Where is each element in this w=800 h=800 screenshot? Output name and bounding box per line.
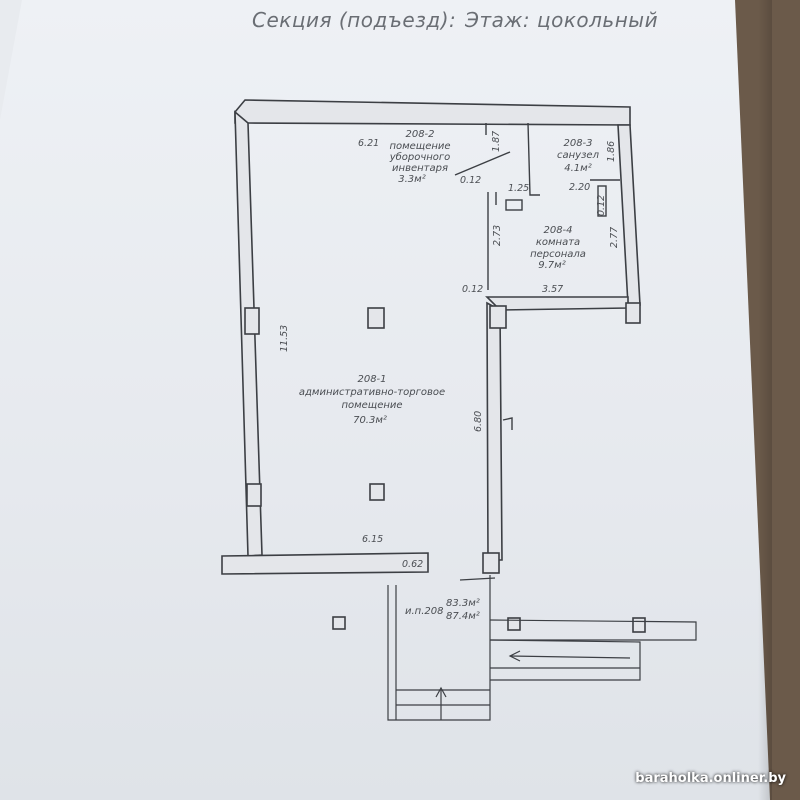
- room-208-4-name2: персонала: [530, 249, 586, 260]
- room-208-3-area: 4.1м²: [564, 163, 591, 174]
- room-208-4-area: 9.7м²: [538, 260, 565, 271]
- dim-0-12-b: 0.12: [596, 195, 607, 216]
- room-208-2-name1: помещение: [389, 141, 450, 152]
- door-frame-208-4: [505, 199, 523, 211]
- room-208-2-number: 208-2: [405, 129, 434, 140]
- leader-line: [459, 577, 496, 581]
- dim-1-86: 1.86: [606, 141, 617, 162]
- inner-walls: [454, 122, 620, 430]
- dim-1-25: 1.25: [508, 183, 529, 194]
- dim-2-73: 2.73: [492, 225, 503, 246]
- site-watermark: baraholka.onliner.by: [635, 771, 786, 786]
- dim-3-57: 3.57: [542, 284, 563, 295]
- stair-arrow-head: [435, 686, 447, 698]
- column-lower: [369, 483, 385, 501]
- column-left-upper: [244, 307, 260, 335]
- dim-0-62: 0.62: [402, 559, 423, 570]
- room-208-4-name1: комната: [536, 237, 580, 248]
- unit-label: и.п.208: [405, 606, 443, 617]
- column-outside-mid: [507, 617, 521, 631]
- unit-area-2: 87.4м²: [446, 611, 480, 622]
- ramp-lower: [489, 639, 641, 681]
- door-208-2: [454, 151, 511, 176]
- partition-208-3-left: [527, 122, 540, 196]
- stair-outline: [387, 575, 491, 721]
- column-left-lower: [246, 483, 262, 507]
- dim-0-12-c: 0.12: [462, 284, 483, 295]
- unit-area-1: 83.3м²: [446, 598, 480, 609]
- room-208-1-name1: административно-торговое: [299, 387, 445, 398]
- column-right: [625, 302, 641, 324]
- ramp-arrow-line: [509, 655, 631, 659]
- ramp-arrow-head: [508, 650, 521, 662]
- room-208-2-name3: инвентаря: [392, 163, 448, 174]
- door-mark: [502, 417, 513, 430]
- unit-totals: и.п.208 83.3м² 87.4м²: [405, 598, 480, 622]
- dim-2-77: 2.77: [609, 227, 620, 248]
- stairs-and-ramp: [387, 575, 697, 721]
- room-208-2-label: 208-2 помещение уборочного инвентаря 3.3…: [389, 129, 451, 185]
- door-frame-208-3: [597, 185, 607, 217]
- room-208-4-number: 208-4: [543, 225, 572, 236]
- dim-6-15: 6.15: [362, 534, 383, 545]
- dim-2-20: 2.20: [569, 182, 590, 193]
- wall-right-upper: [617, 124, 641, 306]
- dim-1-87: 1.87: [491, 131, 502, 152]
- dim-6-80: 6.80: [473, 411, 484, 432]
- floor-plan-sheet: [0, 0, 770, 800]
- column-inner: [489, 305, 507, 329]
- ramp-upper: [489, 619, 697, 641]
- wall-top: [234, 99, 631, 126]
- room-208-1-name2: помещение: [341, 400, 402, 411]
- column-upper: [367, 307, 385, 329]
- room-208-2-area: 3.3м²: [398, 174, 425, 185]
- paper-edge-shadow: [758, 0, 772, 800]
- room-208-3-label: 208-3 санузел 4.1м²: [557, 138, 600, 174]
- column-corner: [482, 552, 500, 574]
- dimension-labels: 6.21 1.87 0.12 1.25 1.86 2.20 0.12 2.73 …: [279, 131, 620, 570]
- column-outside-right: [632, 617, 646, 633]
- section-label: Секция (подъезд):: [252, 8, 457, 32]
- columns: [244, 302, 646, 633]
- dim-6-21: 6.21: [358, 138, 379, 149]
- room-208-3-name: санузел: [557, 150, 600, 161]
- room-208-1-label: 208-1 административно-торговое помещение…: [299, 374, 445, 426]
- room-208-1-number: 208-1: [357, 374, 386, 385]
- dim-11-53: 11.53: [279, 325, 290, 352]
- room-208-4-label: 208-4 комната персонала 9.7м²: [530, 225, 586, 271]
- wall-bottom: [221, 552, 429, 575]
- wall-under-208-4: [485, 296, 629, 311]
- wall-right-208-1: [486, 301, 503, 561]
- room-208-3-number: 208-3: [563, 138, 592, 149]
- column-outside-left: [332, 616, 346, 630]
- dim-0-12-a: 0.12: [460, 175, 481, 186]
- room-208-2-name2: уборочного: [389, 151, 451, 163]
- floor-label: Этаж: цокольный: [465, 8, 659, 32]
- room-208-1-area: 70.3м²: [353, 415, 387, 426]
